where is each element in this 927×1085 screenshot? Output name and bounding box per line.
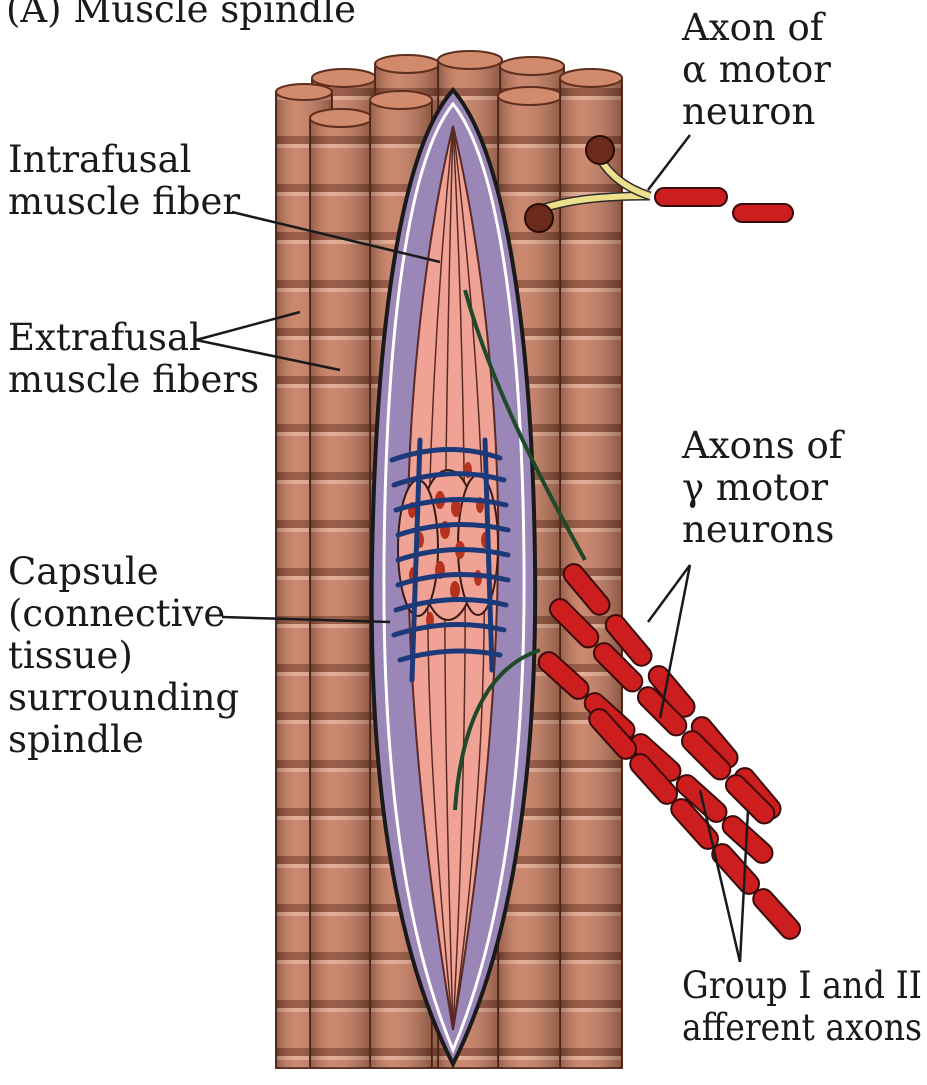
svg-text:Extrafusal: Extrafusal bbox=[8, 316, 201, 359]
label-alpha-axon: Axon of α motor neuron bbox=[681, 6, 831, 133]
svg-text:(connective: (connective bbox=[8, 592, 225, 635]
svg-text:neuron: neuron bbox=[682, 90, 815, 133]
afferent-axon bbox=[749, 885, 804, 943]
svg-text:Intrafusal: Intrafusal bbox=[8, 138, 191, 181]
svg-text:muscle fibers: muscle fibers bbox=[8, 358, 259, 401]
label-capsule: Capsule (connective tissue) surrounding … bbox=[8, 550, 239, 761]
label-gamma-axons: Axons of γ motor neurons bbox=[681, 424, 845, 551]
motor-end-plate bbox=[525, 204, 553, 232]
svg-text:afferent axons: afferent axons bbox=[682, 1006, 922, 1049]
label-extrafusal: Extrafusal muscle fibers bbox=[8, 316, 259, 401]
figure-title: (A) Muscle spindle bbox=[6, 0, 356, 31]
extrafusal-fiber bbox=[310, 109, 372, 1068]
label-intrafusal: Intrafusal muscle fiber bbox=[8, 138, 240, 223]
svg-text:tissue): tissue) bbox=[8, 634, 133, 677]
svg-text:surrounding: surrounding bbox=[8, 676, 239, 719]
svg-text:spindle: spindle bbox=[8, 718, 144, 761]
svg-text:Group I and II: Group I and II bbox=[682, 964, 922, 1007]
svg-text:γ motor: γ motor bbox=[682, 466, 828, 509]
label-afferent: Group I and II afferent axons bbox=[682, 964, 922, 1049]
svg-text:Capsule: Capsule bbox=[8, 550, 159, 593]
svg-text:muscle fiber: muscle fiber bbox=[8, 180, 240, 223]
svg-text:neurons: neurons bbox=[682, 508, 834, 551]
motor-end-plate bbox=[586, 136, 614, 164]
svg-text:Axons of: Axons of bbox=[681, 424, 845, 467]
svg-text:Axon of: Axon of bbox=[681, 6, 826, 49]
svg-text:α motor: α motor bbox=[682, 48, 831, 91]
